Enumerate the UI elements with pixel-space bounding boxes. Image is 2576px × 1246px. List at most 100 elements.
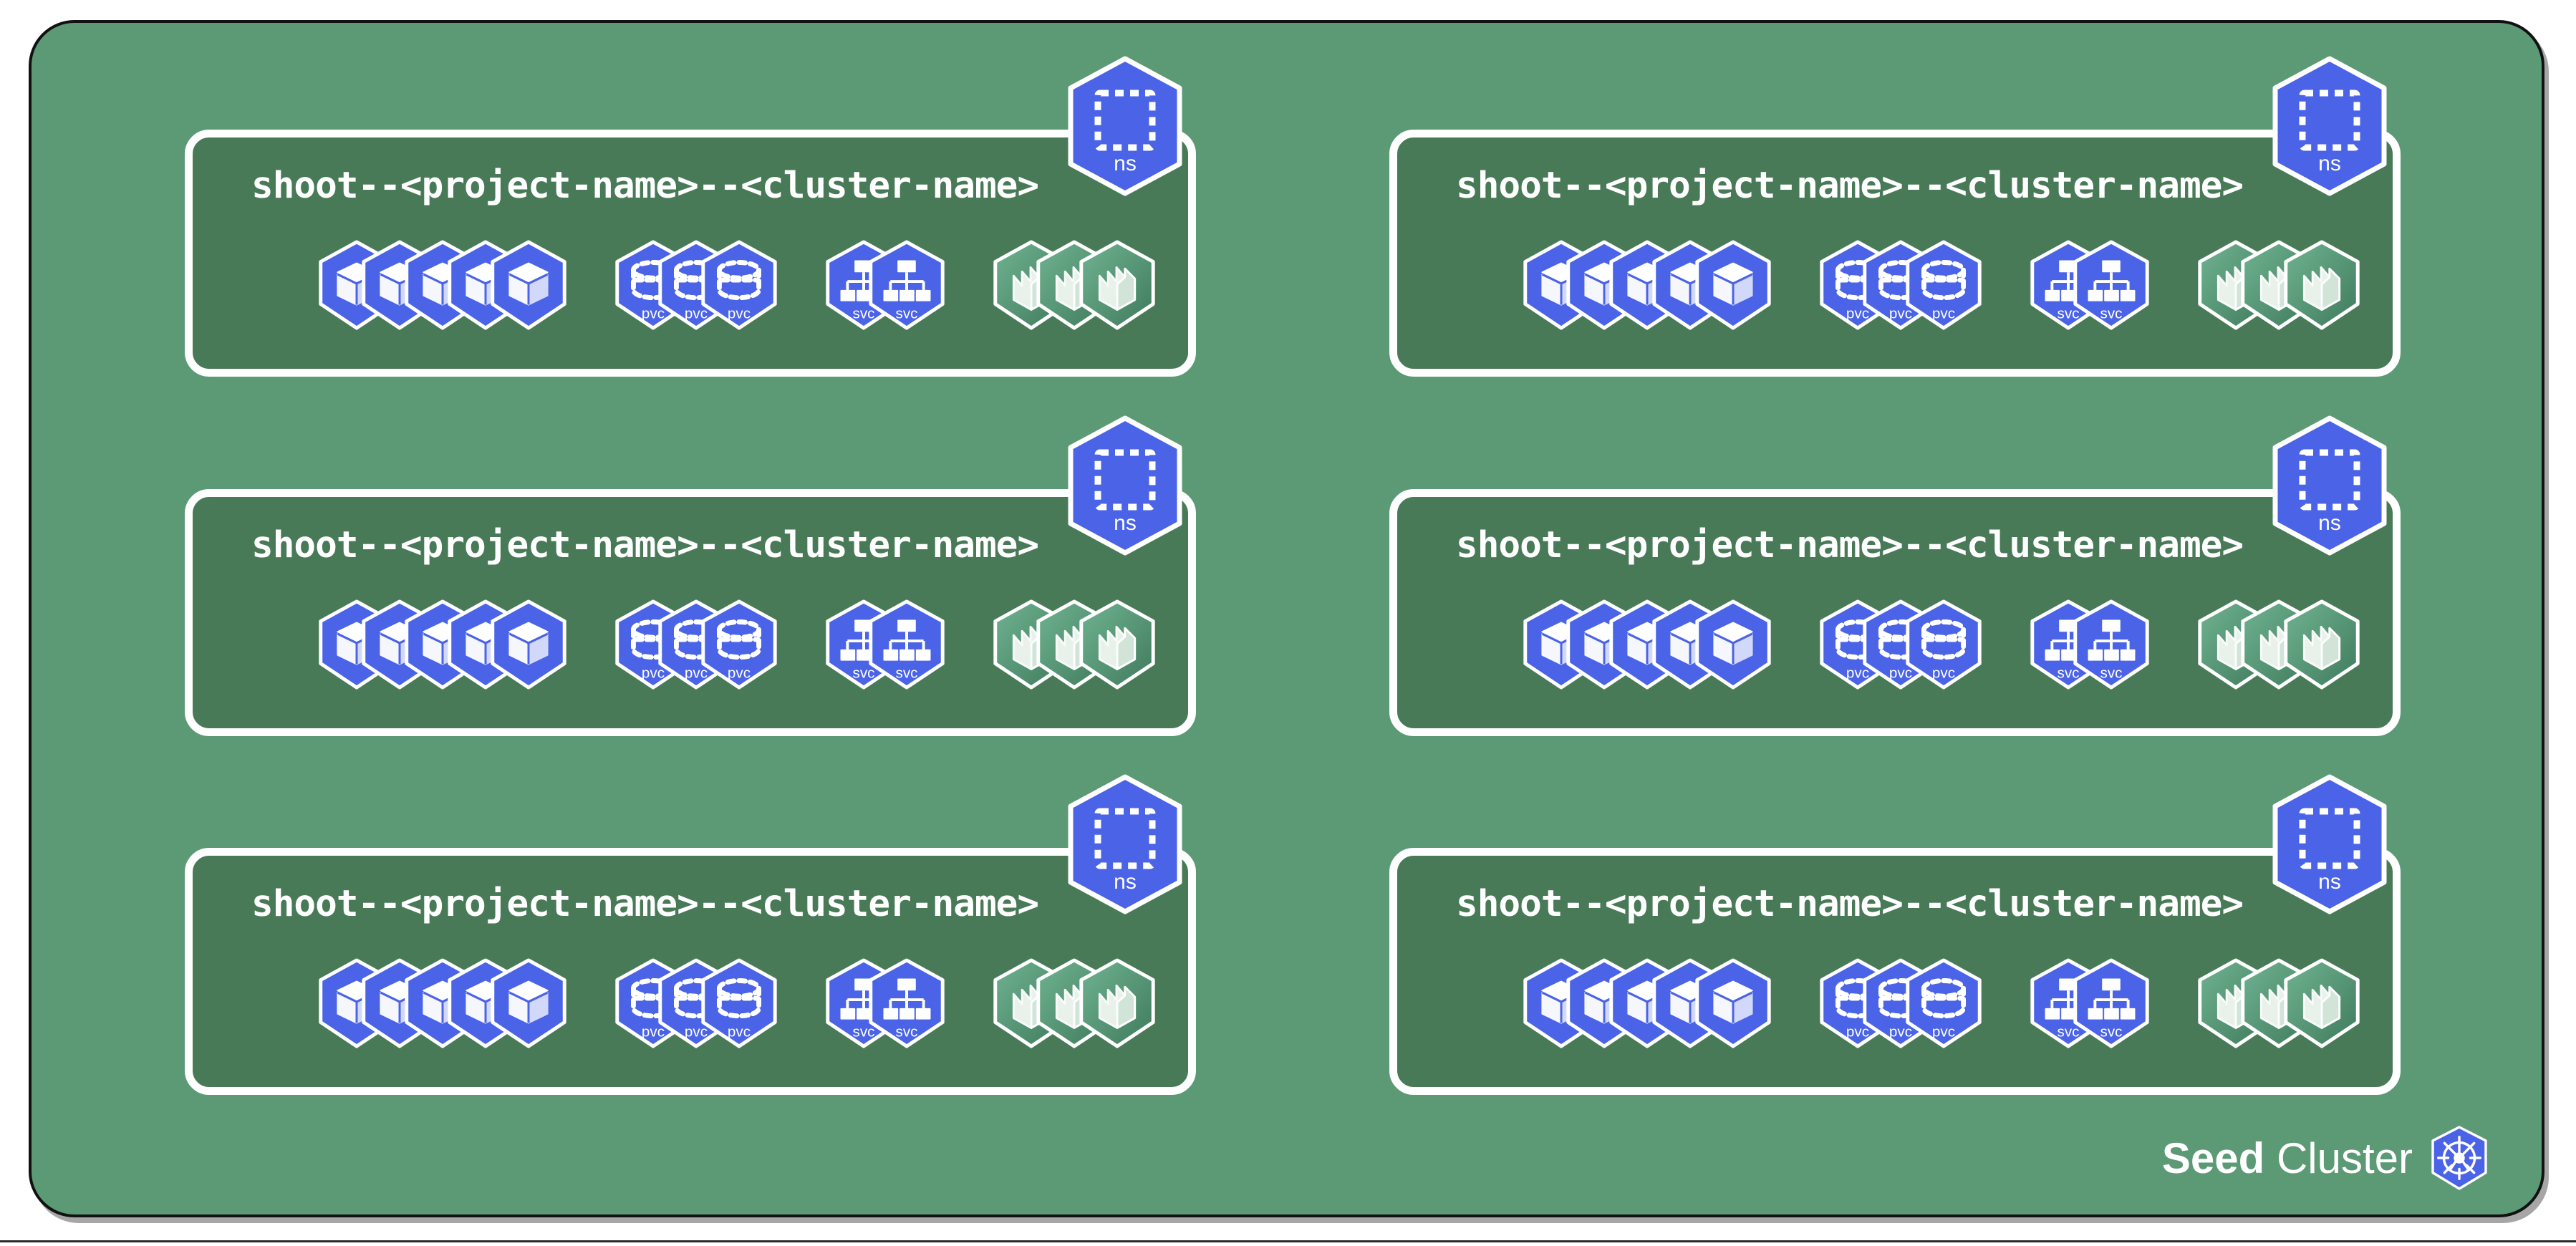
service-tree-icon[interactable]: svc (2069, 957, 2153, 1049)
svg-text:pvc: pvc (728, 665, 751, 681)
resource-stack-pvcs[interactable]: pvc pvc pvc (611, 239, 781, 331)
pvc-cylinder-icon[interactable]: pvc (697, 239, 781, 331)
resource-stack-pvcs[interactable]: pvc pvc pvc (611, 599, 781, 690)
shoot-namespace-box[interactable]: shoot--<project-name>--<cluster-name> (185, 848, 1196, 1095)
resource-stack-gardener[interactable] (989, 599, 1159, 690)
resource-stack-pods[interactable] (1519, 239, 1775, 331)
resource-stack-pods[interactable] (1519, 957, 1775, 1049)
svg-text:pvc: pvc (1846, 665, 1869, 681)
pvc-cylinder-icon[interactable]: pvc (1901, 957, 1986, 1049)
ns-badge[interactable]: ns (1065, 774, 1185, 914)
ns-badge[interactable]: ns (2269, 415, 2390, 556)
pod-cube-icon[interactable] (486, 957, 571, 1049)
service-tree-icon[interactable]: svc (864, 957, 949, 1049)
shoot-namespace-box[interactable]: shoot--<project-name>--<cluster-name> (185, 130, 1196, 377)
resource-stack-services[interactable]: svc svc (821, 957, 949, 1049)
svg-text:pvc: pvc (1932, 1023, 1955, 1040)
resource-stack-pvcs[interactable]: pvc pvc pvc (611, 957, 781, 1049)
ns-badge[interactable]: ns (1065, 415, 1185, 556)
svg-text:svc: svc (2058, 665, 2080, 681)
service-tree-icon[interactable]: svc (864, 239, 949, 331)
shoot-namespace-box[interactable]: shoot--<project-name>--<cluster-name> (1389, 130, 2401, 377)
svg-text:ns: ns (1114, 870, 1137, 894)
svg-text:ns: ns (2318, 511, 2341, 535)
shoot-namespace-box[interactable]: shoot--<project-name>--<cluster-name> (185, 489, 1196, 736)
gardener-sprout-icon[interactable] (2280, 957, 2364, 1049)
svg-text:svc: svc (2100, 1023, 2123, 1040)
pvc-cylinder-icon[interactable]: pvc (697, 599, 781, 690)
svg-text:pvc: pvc (1889, 305, 1912, 322)
service-tree-icon[interactable]: svc (2069, 239, 2153, 331)
resource-row: pvc pvc pvc (314, 957, 1159, 1049)
svg-text:svc: svc (853, 305, 875, 322)
pvc-cylinder-icon[interactable]: pvc (697, 957, 781, 1049)
pod-cube-icon[interactable] (486, 239, 571, 331)
resource-stack-gardener[interactable] (989, 239, 1159, 331)
shoot-namespace-name: shoot--<project-name>--<cluster-name> (251, 883, 1039, 925)
shoot-namespace-box[interactable]: shoot--<project-name>--<cluster-name> (1389, 489, 2401, 736)
pvc-cylinder-icon[interactable]: pvc (1901, 239, 1986, 331)
service-tree-icon[interactable]: svc (2069, 599, 2153, 690)
resource-stack-pvcs[interactable]: pvc pvc pvc (1815, 599, 1986, 690)
resource-stack-services[interactable]: svc svc (821, 239, 949, 331)
svg-text:svc: svc (896, 1023, 918, 1040)
resource-stack-gardener[interactable] (2194, 957, 2364, 1049)
seed-cluster-text-bold: Seed (2161, 1134, 2265, 1182)
resource-row: pvc pvc pvc (1519, 239, 2364, 331)
seed-cluster-label: Seed Cluster (2162, 1126, 2490, 1190)
resource-stack-pods[interactable] (1519, 599, 1775, 690)
svg-text:ns: ns (2318, 152, 2341, 175)
svg-text:pvc: pvc (1846, 305, 1869, 322)
shoot-namespace-name: shoot--<project-name>--<cluster-name> (251, 524, 1039, 566)
svg-text:pvc: pvc (1889, 1023, 1912, 1040)
seed-cluster-text-normal: Cluster (2264, 1134, 2413, 1182)
ns-badge[interactable]: ns (2269, 56, 2390, 196)
gardener-sprout-icon[interactable] (2280, 239, 2364, 331)
svg-text:pvc: pvc (642, 665, 665, 681)
ns-badge[interactable]: ns (1065, 56, 1185, 196)
shoot-namespace-name: shoot--<project-name>--<cluster-name> (251, 165, 1039, 207)
service-tree-icon[interactable]: svc (864, 599, 949, 690)
resource-stack-pvcs[interactable]: pvc pvc pvc (1815, 239, 1986, 331)
svg-text:pvc: pvc (1889, 665, 1912, 681)
gardener-sprout-icon[interactable] (1075, 957, 1159, 1049)
shoot-namespace-name: shoot--<project-name>--<cluster-name> (1456, 883, 2244, 925)
svg-text:pvc: pvc (1846, 1023, 1869, 1040)
svg-text:pvc: pvc (685, 1023, 708, 1040)
svg-text:pvc: pvc (1932, 665, 1955, 681)
shoot-namespace-box[interactable]: shoot--<project-name>--<cluster-name> (1389, 848, 2401, 1095)
gardener-sprout-icon[interactable] (2280, 599, 2364, 690)
svg-text:svc: svc (2058, 305, 2080, 322)
seed-cluster-text: Seed Cluster (2162, 1134, 2413, 1183)
svg-text:pvc: pvc (642, 305, 665, 322)
resource-stack-gardener[interactable] (989, 957, 1159, 1049)
pod-cube-icon[interactable] (1691, 599, 1775, 690)
gardener-sprout-icon[interactable] (1075, 599, 1159, 690)
pod-cube-icon[interactable] (1691, 957, 1775, 1049)
svg-text:pvc: pvc (1932, 305, 1955, 322)
svg-text:pvc: pvc (642, 1023, 665, 1040)
resource-stack-services[interactable]: svc svc (2026, 599, 2153, 690)
pod-cube-icon[interactable] (486, 599, 571, 690)
svg-text:svc: svc (2058, 1023, 2080, 1040)
resource-stack-gardener[interactable] (2194, 599, 2364, 690)
resource-stack-services[interactable]: svc svc (821, 599, 949, 690)
svg-text:svc: svc (2100, 305, 2123, 322)
resource-stack-services[interactable]: svc svc (2026, 957, 2153, 1049)
svg-text:svc: svc (853, 1023, 875, 1040)
ns-badge[interactable]: ns (2269, 774, 2390, 914)
shoot-namespace-name: shoot--<project-name>--<cluster-name> (1456, 524, 2244, 566)
bottom-divider (0, 1240, 2576, 1242)
resource-stack-pvcs[interactable]: pvc pvc pvc (1815, 957, 1986, 1049)
svg-text:svc: svc (853, 665, 875, 681)
svg-text:pvc: pvc (728, 1023, 751, 1040)
resource-stack-services[interactable]: svc svc (2026, 239, 2153, 331)
resource-stack-pods[interactable] (314, 957, 571, 1049)
svg-text:ns: ns (1114, 152, 1137, 175)
resource-stack-pods[interactable] (314, 599, 571, 690)
gardener-sprout-icon[interactable] (1075, 239, 1159, 331)
pod-cube-icon[interactable] (1691, 239, 1775, 331)
pvc-cylinder-icon[interactable]: pvc (1901, 599, 1986, 690)
resource-stack-gardener[interactable] (2194, 239, 2364, 331)
resource-stack-pods[interactable] (314, 239, 571, 331)
